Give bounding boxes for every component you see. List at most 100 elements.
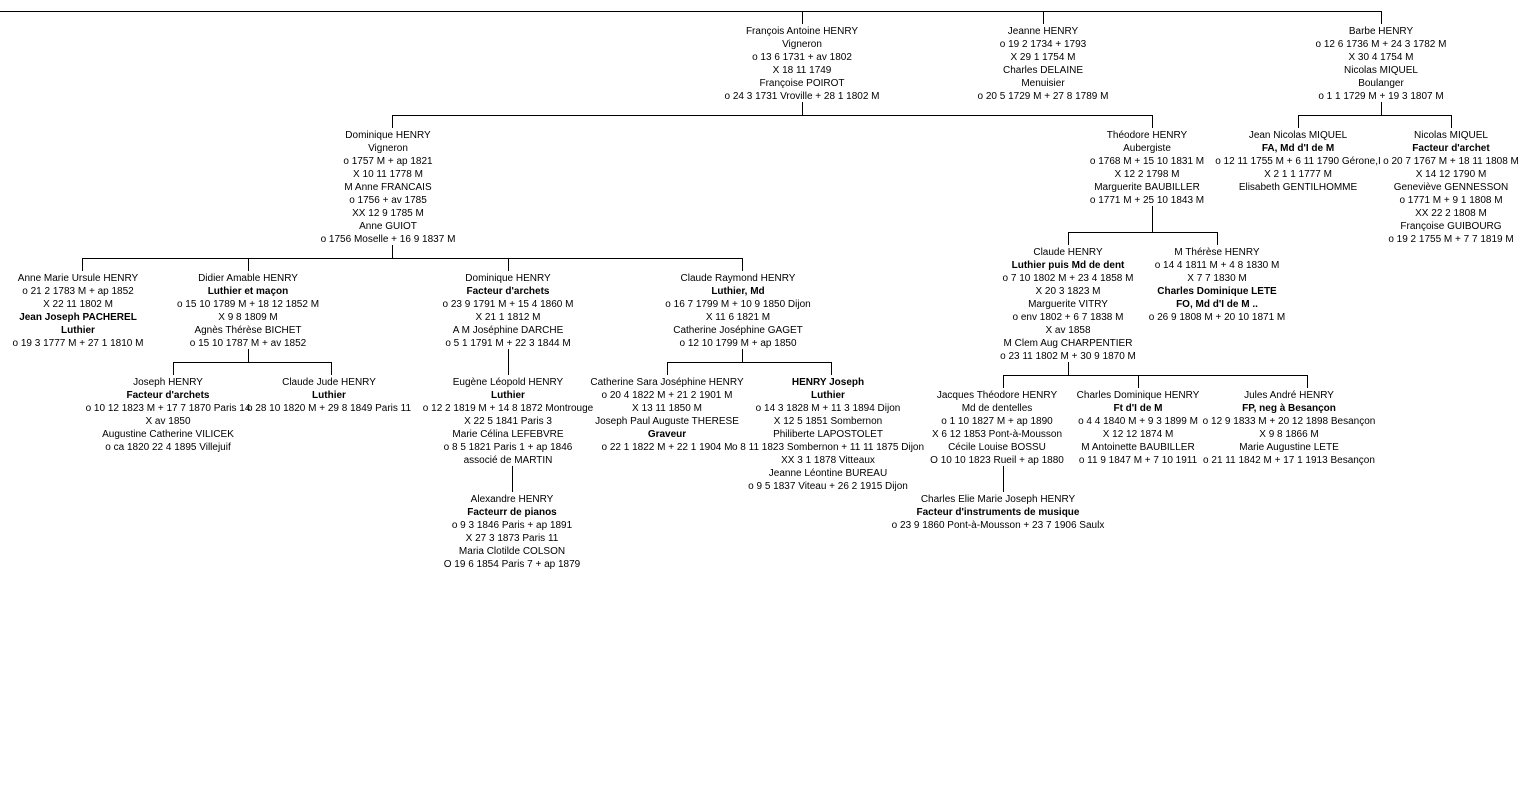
person-detail-line: M Antoinette BAUBILLER xyxy=(1081,442,1195,453)
person-name: Eugène Léopold HENRY xyxy=(452,377,564,388)
person-name: Jacques Théodore HENRY xyxy=(936,390,1058,401)
person-detail-line: Agnès Thérèse BICHET xyxy=(194,325,302,336)
person-detail-line: Facteurr de pianos xyxy=(467,507,557,518)
person-name: Jules André HENRY xyxy=(1244,390,1334,401)
person-detail-line: Facteur d'instruments de musique xyxy=(916,507,1080,518)
person-detail-line: M Anne FRANCAIS xyxy=(344,182,432,193)
person-detail-line: Geneviève GENNESSON xyxy=(1393,182,1509,193)
person-detail-line: o 24 3 1731 Vroville + 28 1 1802 M xyxy=(724,91,880,102)
person-detail-line: Charles DELAINE xyxy=(1002,65,1084,76)
person-detail-line: Jeanne Léontine BUREAU xyxy=(768,468,888,479)
person-detail-line: X 21 1 1812 M xyxy=(475,312,541,323)
person-detail-line: o 7 10 1802 M + 23 4 1858 M xyxy=(1002,273,1134,284)
person-name: Didier Amable HENRY xyxy=(198,273,298,284)
person-jules-andre-henry: Jules André HENRY FP, neg à Besançon o 12 … xyxy=(1203,389,1376,467)
person-detail-line: Boulanger xyxy=(1358,78,1404,89)
person-detail-line: X 12 12 1874 M xyxy=(1102,429,1174,440)
person-detail-line: Catherine Joséphine GAGET xyxy=(673,325,803,336)
person-name: Claude HENRY xyxy=(1033,247,1103,258)
person-detail-line: X 14 12 1790 M xyxy=(1415,169,1487,180)
person-detail-line: XX 22 2 1808 M xyxy=(1415,208,1487,219)
person-m-therese-henry: M Thérèse HENRY o 14 4 1811 M + 4 8 1830 … xyxy=(1149,246,1286,324)
person-detail-line: o 21 2 1783 M + ap 1852 xyxy=(22,286,134,297)
person-detail-line: X 12 5 1851 Sombernon xyxy=(773,416,883,427)
person-detail-line: o 5 1 1791 M + 22 3 1844 M xyxy=(445,338,571,349)
person-detail-line: Facteur d'archets xyxy=(466,286,550,297)
person-detail-line: o 12 9 1833 M + 20 12 1898 Besançon xyxy=(1202,416,1376,427)
person-detail-line: o 12 10 1799 M + ap 1850 xyxy=(679,338,797,349)
person-detail-line: o 1 10 1827 M + ap 1890 xyxy=(941,416,1053,427)
person-detail-line: Marie Célina LEFEBVRE xyxy=(452,429,564,440)
person-name: Charles Elie Marie Joseph HENRY xyxy=(920,494,1076,505)
person-detail-line: o 28 10 1820 M + 29 8 1849 Paris 11 xyxy=(246,403,412,414)
person-detail-line: o 21 11 1842 M + 17 1 1913 Besançon xyxy=(1203,455,1375,466)
person-detail-line: Augustine Catherine VILICEK xyxy=(102,429,234,440)
person-detail-line: FA, Md d'I de M xyxy=(1261,143,1335,154)
person-detail-line: o 23 11 1802 M + 30 9 1870 M xyxy=(1000,351,1136,362)
person-detail-line: Luthier xyxy=(811,390,845,401)
person-name: Claude Jude HENRY xyxy=(282,377,376,388)
person-detail-line: o 23 9 1860 Pont-à-Mousson + 23 7 1906 S… xyxy=(891,520,1105,531)
person-detail-line: X 22 5 1841 Paris 3 xyxy=(464,416,552,427)
person-detail-line: X 11 6 1821 M xyxy=(705,312,771,323)
person-detail-line: Luthier, Md xyxy=(711,286,765,297)
person-name: M Thérèse HENRY xyxy=(1174,247,1260,258)
person-detail-line: Vigneron xyxy=(368,143,408,154)
person-detail-line: o 14 4 1811 M + 4 8 1830 M xyxy=(1154,260,1280,271)
person-detail-line: FP, neg à Besançon xyxy=(1242,403,1336,414)
person-detail-line: o 22 1 1822 M + 22 1 1904 M xyxy=(601,442,733,453)
person-detail-line: Luthier xyxy=(312,390,346,401)
person-name: Nicolas MIQUEL xyxy=(1414,130,1488,141)
person-detail-line: Luthier et maçon xyxy=(207,286,289,297)
person-detail-line: o 20 5 1729 M + 27 8 1789 M xyxy=(977,91,1109,102)
person-claude-henry-1802: Claude HENRY Luthier puis Md de dent o 7 1… xyxy=(1000,246,1136,363)
person-name: Dominique HENRY xyxy=(345,130,431,141)
person-detail-line: Luthier puis Md de dent xyxy=(1011,260,1125,271)
person-detail-line: o 19 2 1734 + 1793 xyxy=(999,39,1087,50)
person-name: Dominique HENRY xyxy=(465,273,551,284)
person-detail-line: o 20 4 1822 M + 21 2 1901 M xyxy=(601,390,733,401)
person-detail-line: Charles Dominique LETE xyxy=(1157,286,1277,297)
person-detail-line: o 12 6 1736 M + 24 3 1782 M xyxy=(1315,39,1447,50)
person-detail-line: Joseph Paul Auguste THERESE xyxy=(595,416,739,427)
person-detail-line: Md de dentelles xyxy=(961,403,1033,414)
person-name: François Antoine HENRY xyxy=(745,26,859,37)
person-detail-line: o 11 9 1847 M + 7 10 1911 xyxy=(1078,455,1198,466)
person-detail-line: Elisabeth GENTILHOMME xyxy=(1238,182,1358,193)
person-detail-line: Maria Clotilde COLSON xyxy=(458,546,566,557)
person-detail-line: o 1768 M + 15 10 1831 M xyxy=(1089,156,1205,167)
person-name: Joseph HENRY xyxy=(133,377,203,388)
person-name: Charles Dominique HENRY xyxy=(1076,390,1200,401)
person-detail-line: X 7 7 1830 M xyxy=(1187,273,1247,284)
person-detail-line: A M Joséphine DARCHE xyxy=(452,325,564,336)
person-detail-line: O 10 10 1823 Rueil + ap 1880 xyxy=(930,455,1064,466)
person-detail-line: Anne GUIOT xyxy=(359,221,417,232)
person-detail-line: X 27 3 1873 Paris 11 xyxy=(465,533,559,544)
person-jacques-theodore-henry: Jacques Théodore HENRY Md de dentelles o 1… xyxy=(930,389,1064,467)
person-detail-line: X 2 1 1 1777 M xyxy=(1264,169,1332,180)
person-detail-line: o 20 7 1767 M + 18 11 1808 M xyxy=(1383,156,1519,167)
person-name: Théodore HENRY xyxy=(1106,130,1188,141)
person-detail-line: Nicolas MIQUEL xyxy=(1344,65,1418,76)
person-detail-line: Luthier xyxy=(61,325,95,336)
person-detail-line: o 1756 Moselle + 16 9 1837 M xyxy=(320,234,456,245)
person-detail-line: X 20 3 1823 M xyxy=(1035,286,1101,297)
person-detail-line: X 6 12 1853 Pont-à-Mousson xyxy=(931,429,1063,440)
person-didier-amable-henry: Didier Amable HENRY Luthier et maçon o 15 … xyxy=(177,272,319,350)
person-detail-line: o 1771 M + 9 1 1808 M xyxy=(1399,195,1503,206)
person-detail-line: X 9 8 1866 M xyxy=(1259,429,1319,440)
person-detail-line: o 15 10 1789 M + 18 12 1852 M xyxy=(176,299,320,310)
person-detail-line: X 29 1 1754 M xyxy=(1010,52,1076,63)
person-detail-line: o 19 3 1777 M + 27 1 1810 M xyxy=(12,338,144,349)
person-detail-line: Facteur d'archet xyxy=(1412,143,1490,154)
person-charles-elie-marie-joseph-henry: Charles Elie Marie Joseph HENRY Facteur d… xyxy=(892,493,1105,532)
person-name: Jean Nicolas MIQUEL xyxy=(1248,130,1348,141)
